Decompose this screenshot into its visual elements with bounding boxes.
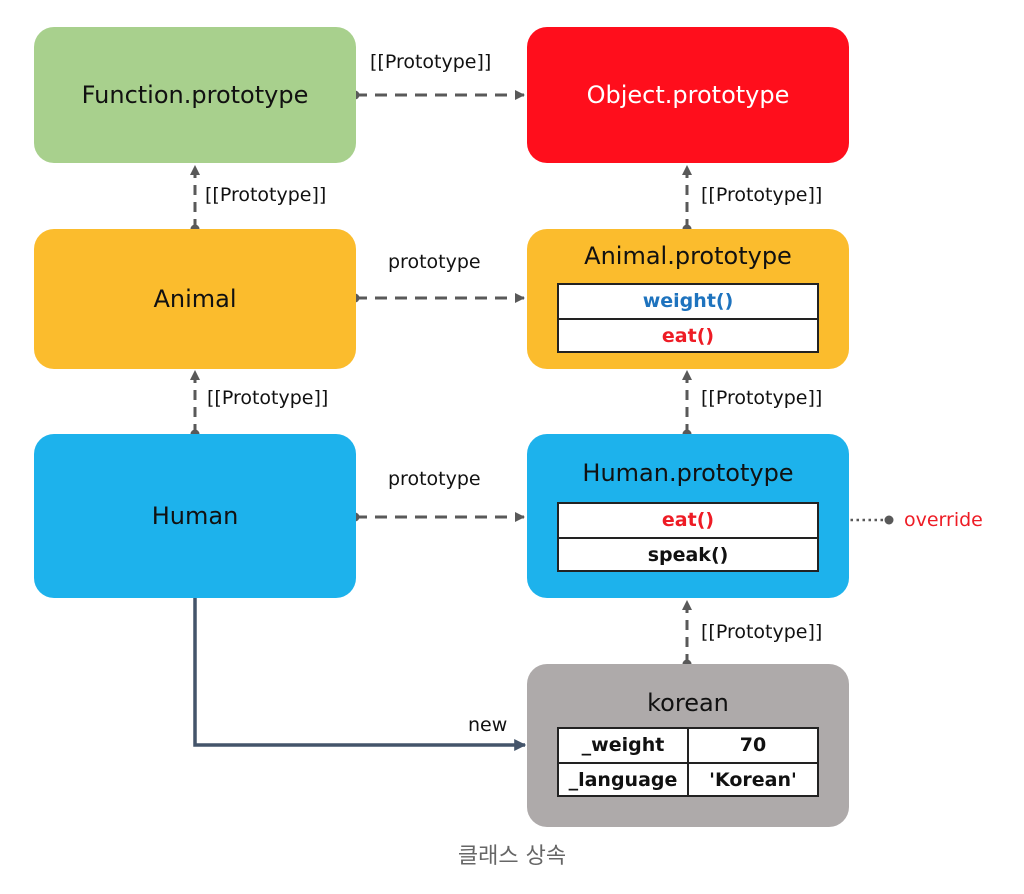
- edge-new-instance: [193, 598, 527, 751]
- edge-label-animal-prototype-to-object: [[Prototype]]: [701, 184, 823, 206]
- method-eat-override: eat(): [661, 509, 715, 531]
- node-human: Human: [34, 434, 356, 598]
- property-key-language: _language: [568, 769, 678, 791]
- edge-human-prototype-to-animal-prototype: [682, 370, 692, 439]
- edge-label-override: override: [904, 509, 983, 531]
- edge-animal-prototype-to-object: [682, 165, 692, 234]
- edge-label-human-to-animal: [[Prototype]]: [207, 387, 329, 409]
- edge-function-to-object: [350, 90, 525, 100]
- edge-label-human-prototype-link: prototype: [388, 468, 481, 490]
- property-row-weight: _weight 70: [559, 729, 817, 762]
- node-object-prototype-label: Object.prototype: [586, 81, 790, 109]
- property-row-language: _language 'Korean': [559, 762, 817, 795]
- method-eat: eat(): [559, 318, 817, 351]
- node-korean: korean _weight 70 _language 'Korean': [527, 664, 849, 827]
- node-animal-label: Animal: [153, 285, 237, 313]
- edge-label-animal-to-function: [[Prototype]]: [205, 184, 327, 206]
- animal-prototype-method-table: weight() eat(): [557, 283, 819, 353]
- method-weight: weight(): [642, 290, 734, 312]
- edge-label-animal-prototype-link: prototype: [388, 251, 481, 273]
- node-human-prototype-label: Human.prototype: [582, 459, 794, 487]
- human-prototype-method-table: eat() speak(): [557, 502, 819, 572]
- node-human-label: Human: [151, 502, 239, 530]
- property-key-weight: _weight: [581, 734, 665, 756]
- edge-animal-to-function: [190, 165, 200, 234]
- node-animal: Animal: [34, 229, 356, 369]
- edge-label-korean-to-human-prototype: [[Prototype]]: [701, 621, 823, 643]
- diagram-caption: 클래스 상속: [457, 844, 567, 869]
- node-object-prototype: Object.prototype: [527, 27, 849, 163]
- node-animal-prototype-label: Animal.prototype: [584, 242, 792, 270]
- edge-human-to-animal: [190, 370, 200, 439]
- node-function-prototype-label: Function.prototype: [81, 81, 309, 109]
- property-value-language: 'Korean': [687, 764, 817, 795]
- korean-property-table: _weight 70 _language 'Korean': [557, 727, 819, 797]
- edge-korean-to-human-prototype: [682, 600, 692, 669]
- node-korean-label: korean: [647, 689, 729, 717]
- node-function-prototype: Function.prototype: [34, 27, 356, 163]
- method-speak: speak(): [559, 537, 817, 570]
- edge-label-human-prototype-to-animal-prototype: [[Prototype]]: [701, 387, 823, 409]
- node-animal-prototype: Animal.prototype weight() eat(): [527, 229, 849, 369]
- property-value-weight: 70: [687, 729, 817, 762]
- edge-label-function-to-object: [[Prototype]]: [370, 51, 492, 73]
- edge-label-new: new: [468, 714, 508, 736]
- edge-animal-prototype-link: [350, 293, 525, 303]
- node-human-prototype: Human.prototype eat() speak(): [527, 434, 849, 598]
- edge-human-prototype-link: [350, 512, 525, 522]
